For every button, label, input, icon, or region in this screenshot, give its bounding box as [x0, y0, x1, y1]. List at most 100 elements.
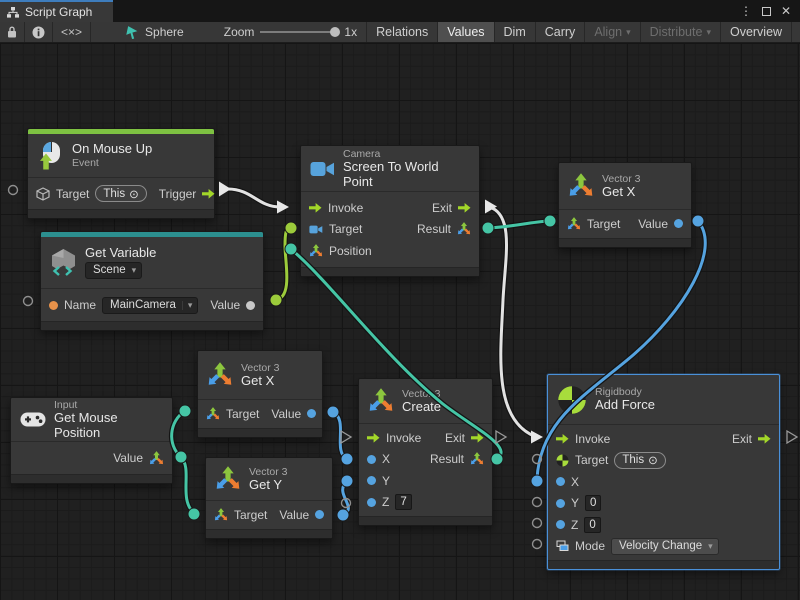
node-on-mouse-up[interactable]: On Mouse Up Event Target This ⊙ Trigger: [27, 128, 215, 219]
flow-arrow-icon: [471, 432, 484, 443]
selection-indicator: Sphere: [117, 22, 193, 42]
overview-button[interactable]: Overview: [719, 22, 791, 42]
target-port-label: Target: [234, 507, 268, 522]
value-port-label: Value: [271, 406, 302, 421]
string-port-icon[interactable]: [49, 300, 58, 310]
node-footer: [359, 516, 492, 525]
flow-arrow-icon: [202, 188, 215, 199]
port-row: Z 7: [359, 492, 492, 514]
vector3-port-icon: [214, 508, 228, 522]
value-port-label: Value: [638, 216, 668, 231]
carry-button[interactable]: Carry: [534, 22, 585, 42]
inspect-button[interactable]: [25, 22, 53, 42]
float-port-icon[interactable]: [307, 409, 317, 419]
node-footer: [11, 474, 172, 483]
maximize-button[interactable]: [758, 3, 774, 19]
object-picker-icon[interactable]: ⊙: [648, 455, 658, 468]
float-port-icon[interactable]: [367, 497, 376, 507]
dim-button[interactable]: Dim: [493, 22, 535, 42]
variable-scope-dropdown[interactable]: Scene ▾: [85, 262, 143, 280]
flow-arrow-icon: [367, 432, 380, 443]
chevron-down-icon: ▾: [708, 540, 713, 551]
code-view-button[interactable]: <×>: [53, 22, 92, 42]
close-button[interactable]: ✕: [780, 4, 792, 18]
zoom-value: 1x: [344, 25, 358, 39]
y-value-field[interactable]: 0: [585, 495, 602, 512]
node-title: Get Mouse Position: [54, 409, 118, 440]
float-port-icon[interactable]: [674, 219, 683, 229]
chevron-down-icon: ▾: [181, 300, 192, 310]
result-port-label: Result: [416, 222, 451, 237]
port-row: X: [548, 471, 779, 493]
port-row: Invoke Exit: [359, 427, 492, 449]
object-picker-icon[interactable]: ⊙: [129, 188, 139, 201]
target-port-label: Target: [329, 222, 363, 237]
node-footer: [41, 321, 263, 330]
node-footer: [559, 237, 691, 247]
vector3-port-icon: [567, 217, 581, 231]
node-subtitle: Event: [72, 156, 99, 169]
port-row: Target Value: [198, 403, 322, 425]
chevron-down-icon: ▾: [131, 265, 137, 276]
vector3-port-icon: [149, 451, 164, 466]
rigidbody-port-icon: [556, 454, 569, 467]
float-port-icon[interactable]: [556, 520, 565, 530]
node-vector3-get-x-mid[interactable]: Vector 3 Get X Target Value: [197, 350, 323, 438]
value-port-icon[interactable]: [246, 300, 256, 310]
camera-icon: [310, 161, 334, 176]
z-value-field[interactable]: 7: [395, 494, 412, 511]
values-button[interactable]: Values: [437, 22, 494, 42]
zoom-slider-handle[interactable]: [330, 27, 341, 37]
variable-name-dropdown[interactable]: MainCamera ▾: [102, 296, 199, 314]
port-row: Target Result: [301, 219, 479, 241]
node-category: Vector 3: [249, 465, 288, 478]
node-title: Get Y: [249, 476, 283, 492]
zoom-control: Zoom 1x: [215, 22, 366, 42]
vector3-icon: [568, 173, 594, 199]
node-vector3-create[interactable]: Vector 3 Create Invoke Exit X Result: [358, 378, 493, 526]
fullscreen-button[interactable]: Full Screen: [791, 22, 800, 42]
distribute-button[interactable]: Distribute ▾: [639, 22, 720, 42]
port-row: Invoke Exit: [301, 197, 479, 219]
target-object-field[interactable]: This ⊙: [614, 451, 666, 469]
port-row: Target Value: [206, 504, 332, 526]
mode-dropdown[interactable]: Velocity Change ▾: [611, 537, 719, 555]
float-port-icon[interactable]: [367, 454, 376, 464]
float-port-icon[interactable]: [556, 477, 565, 487]
node-add-force[interactable]: Rigidbody Add Force Invoke Exit Target T…: [547, 374, 780, 570]
vector3-port-icon: [470, 452, 484, 466]
port-row: Invoke Exit: [548, 428, 779, 450]
target-object-field[interactable]: This ⊙: [95, 185, 147, 202]
node-title: Screen To World Point: [343, 158, 439, 189]
pointer-icon: [126, 25, 138, 39]
trigger-port-label: Trigger: [158, 186, 197, 201]
node-vector3-get-x-right[interactable]: Vector 3 Get X Target Value: [558, 162, 692, 248]
value-port-label: Value: [279, 507, 310, 522]
lock-button[interactable]: [0, 22, 25, 42]
node-screen-to-world-point[interactable]: Camera Screen To World Point Invoke Exit…: [300, 145, 480, 277]
exit-port-label: Exit: [444, 430, 465, 445]
node-category: Vector 3: [402, 387, 441, 400]
node-footer: [198, 427, 322, 437]
mouse-up-icon: [40, 142, 60, 170]
tab-script-graph[interactable]: Script Graph: [0, 0, 113, 22]
port-row: Name MainCamera ▾ Value: [41, 292, 263, 318]
align-button[interactable]: Align ▾: [584, 22, 639, 42]
value-port-label: Value: [113, 451, 143, 465]
mode-port-label: Mode: [575, 539, 606, 554]
float-port-icon[interactable]: [315, 510, 325, 520]
result-port-label: Result: [429, 452, 464, 467]
target-port-label: Target: [226, 406, 260, 421]
z-value-field[interactable]: 0: [584, 516, 601, 533]
node-vector3-get-y[interactable]: Vector 3 Get Y Target Value: [205, 457, 333, 539]
float-port-icon[interactable]: [367, 476, 376, 486]
node-get-mouse-position[interactable]: Input Get Mouse Position Value: [10, 397, 173, 484]
float-port-icon[interactable]: [556, 498, 565, 508]
port-row: Y 0: [548, 493, 779, 515]
variable-color-bar: [41, 232, 263, 237]
y-port-label: Y: [571, 496, 580, 511]
relations-button[interactable]: Relations: [366, 22, 437, 42]
window-menu-button[interactable]: ⋮: [740, 4, 752, 18]
node-get-variable[interactable]: Get Variable Scene ▾ Name MainCamera ▾ V…: [40, 231, 264, 331]
zoom-slider[interactable]: [260, 27, 341, 37]
